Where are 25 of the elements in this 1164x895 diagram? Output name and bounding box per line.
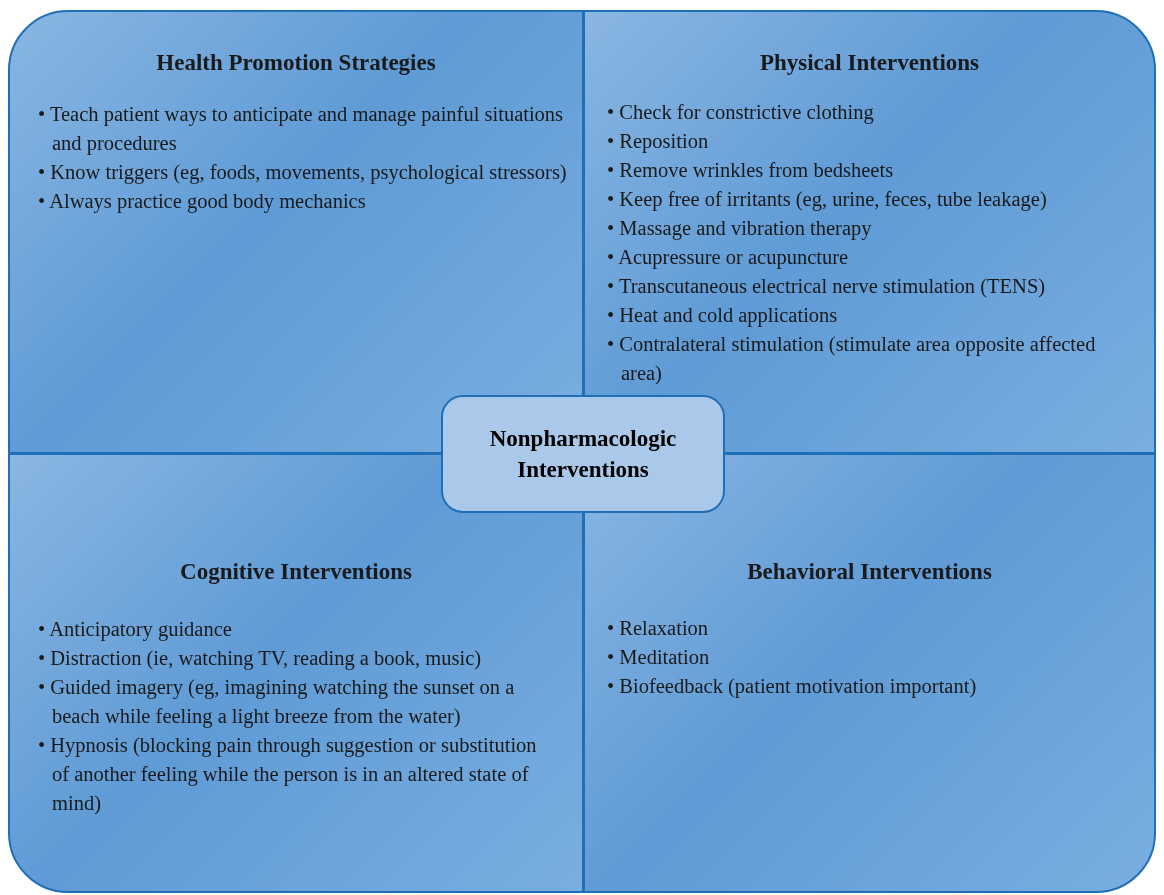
bullet-item: • Know triggers (eg, foods, movements, psychological stressors) xyxy=(38,160,568,186)
bullet-item: • Acupressure or acupuncture xyxy=(607,245,850,271)
center-box xyxy=(441,395,725,513)
bullet-item: • Check for constrictive clothing xyxy=(607,100,875,126)
quadrant-heading: Behavioral Interventions xyxy=(746,559,993,585)
bullet-item: • Guided imagery (eg, imagining watching the sunset on a beach while feeling a light breeze from the water) xyxy=(38,675,516,730)
bullet-item: • Keep free of irritants (eg, urine, feces, tube leakage) xyxy=(607,187,1048,213)
bullet-item: • Reposition xyxy=(607,129,710,155)
bullet-item: • Contralateral stimulation (stimulate area opposite affected area) xyxy=(607,332,1097,386)
bullet-item: • Heat and cold applications xyxy=(607,303,839,329)
bullet-item: • Always practice good body mechanics xyxy=(38,189,367,215)
bullet-item: • Transcutaneous electrical nerve stimulation (TENS) xyxy=(607,274,1047,300)
quadrant-heading: Cognitive Interventions xyxy=(179,559,413,585)
bullet-item: • Remove wrinkles from bedsheets xyxy=(607,158,895,183)
bullet-item: • Biofeedback (patient motivation important) xyxy=(607,674,978,700)
bullet-item: • Relaxation xyxy=(607,616,710,641)
center-title: Nonpharmacologic Interventions xyxy=(488,425,678,484)
quadrant-heading: Health Promotion Strategies xyxy=(155,50,437,76)
bullet-item: • Distraction (ie, watching TV, reading a book, music) xyxy=(38,646,483,672)
quadrant-heading: Physical Interventions xyxy=(758,50,981,76)
bullet-item: • Anticipatory guidance xyxy=(38,617,233,643)
bullet-item: • Hypnosis (blocking pain through suggestion or substitution of another feeling while the person is in an altered state of mind) xyxy=(38,733,538,817)
bullet-item: • Massage and vibration therapy xyxy=(607,216,873,242)
bullet-item: • Meditation xyxy=(607,645,711,670)
bullet-item: • Teach patient ways to anticipate and manage painful situations and procedures xyxy=(38,102,565,157)
